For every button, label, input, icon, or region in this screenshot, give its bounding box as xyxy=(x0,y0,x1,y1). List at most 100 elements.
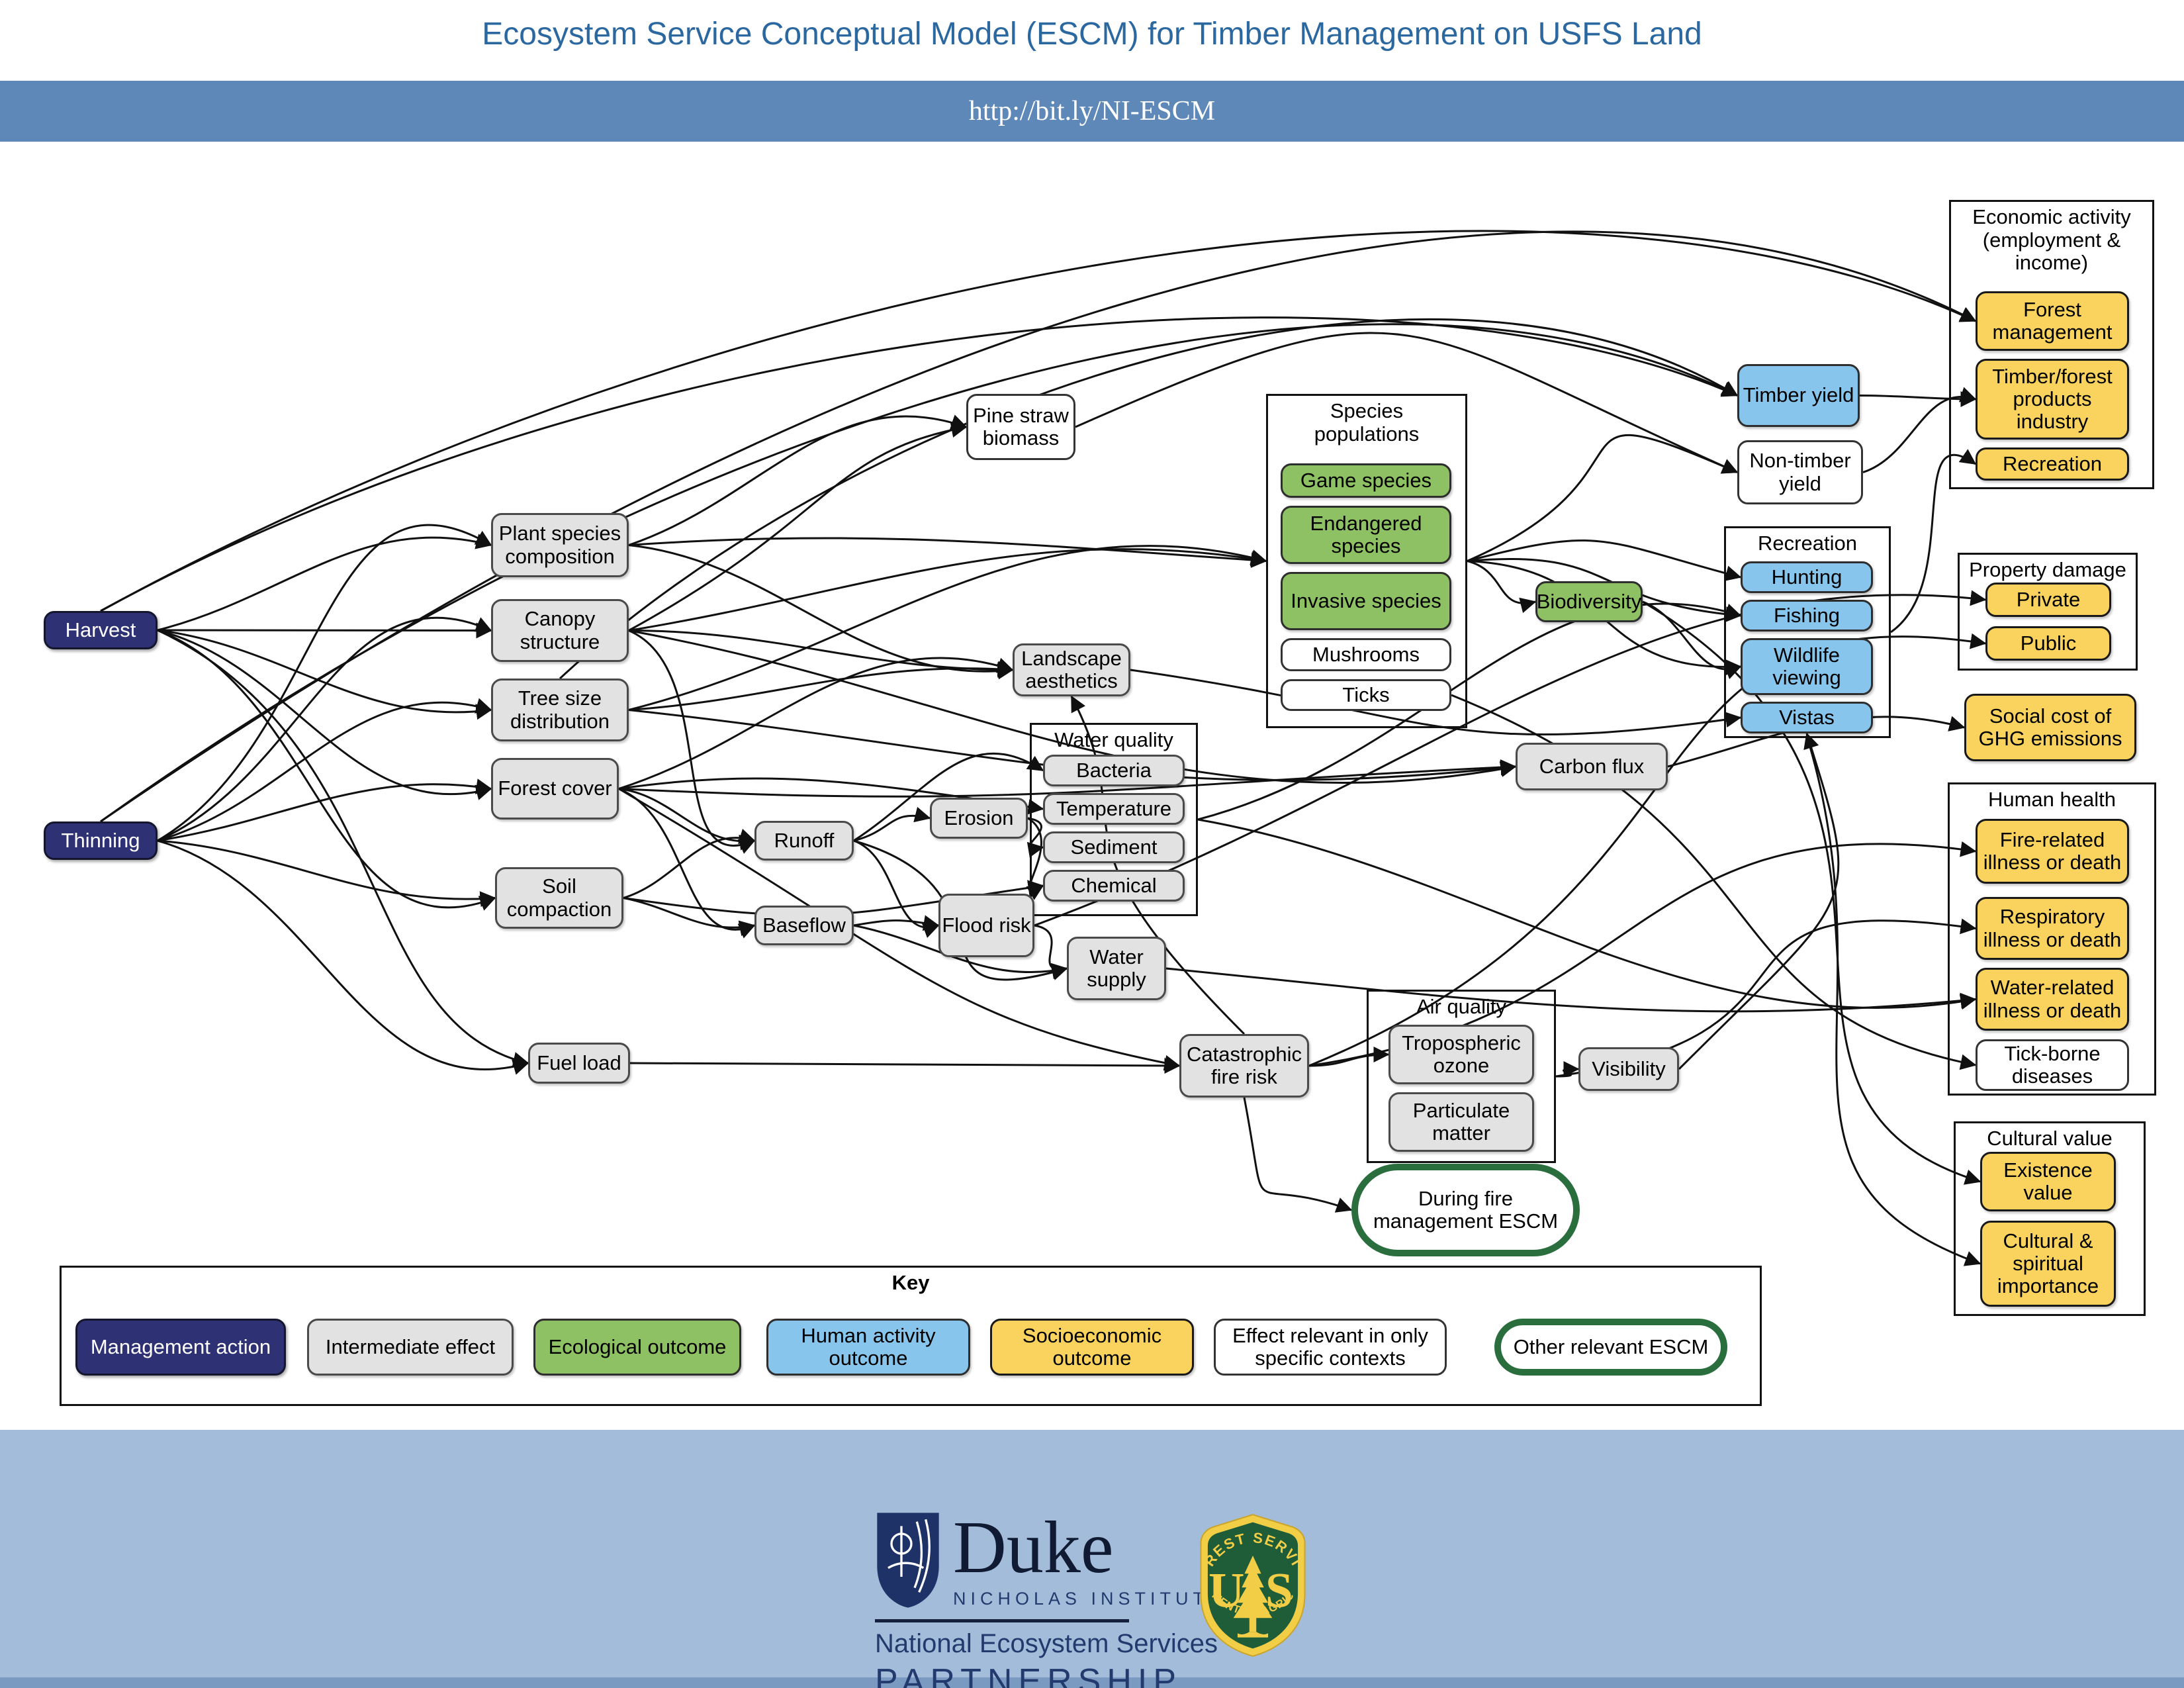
wildlife-label: Wildlife viewing xyxy=(1772,643,1841,689)
node-biodiversity: Biodiversity xyxy=(1535,581,1643,622)
bacteria-label: Bacteria xyxy=(1076,758,1152,782)
edge-harvest-to-soil xyxy=(157,629,496,911)
edge-harvest-to-forestcover xyxy=(157,629,492,800)
runoff-label: Runoff xyxy=(774,828,835,852)
node-timber_yield: Timber yield xyxy=(1737,364,1860,427)
node-social_cost: Social cost of GHG emissions xyxy=(1964,694,2136,761)
baseflow-label: Baseflow xyxy=(762,913,846,937)
edge-thinning-to-forestcover xyxy=(157,778,492,842)
existence-label: Existence value xyxy=(2003,1158,2093,1204)
edge-canopy-to-pinestraw xyxy=(628,422,968,632)
node-runoff: Runoff xyxy=(754,821,854,861)
k_human-label: Human activity outcome xyxy=(801,1323,936,1370)
node-existence: Existence value xyxy=(1980,1152,2116,1211)
tickborne-label: Tick-borne diseases xyxy=(2004,1041,2101,1088)
edge-biodiversity-to-existence xyxy=(1642,600,1981,1185)
usfs-logo: FOREST SERVICE U S DEPARTMENT OF AGRICUL… xyxy=(1177,1499,1322,1662)
node-non_timber: Non-timber yield xyxy=(1737,440,1863,504)
edge-runoff-to-erosion xyxy=(853,806,931,842)
edge-catastrophic-to-during_fire xyxy=(1243,1097,1353,1213)
duke-wordmark: Duke xyxy=(953,1507,1114,1589)
ozone-label: Tropospheric ozone xyxy=(1402,1031,1521,1077)
node-k_socio: Socioeconomic outcome xyxy=(990,1319,1194,1376)
page-title: Ecosystem Service Conceptual Model (ESCM… xyxy=(482,17,1702,52)
soil-label: Soil compaction xyxy=(506,874,612,921)
treesize-label: Tree size distribution xyxy=(510,686,610,733)
node-baseflow: Baseflow xyxy=(754,906,854,945)
node-treesize: Tree size distribution xyxy=(491,679,629,741)
duke-nicholas-institute-logo: Duke NICHOLAS INSTITUTE National Ecosyst… xyxy=(875,1511,1225,1688)
node-game: Game species xyxy=(1281,463,1451,498)
node-carbon: Carbon flux xyxy=(1516,743,1668,790)
timber_industry-label: Timber/forest products industry xyxy=(1992,364,2113,434)
sediment-label: Sediment xyxy=(1070,835,1158,859)
node-hunting: Hunting xyxy=(1741,561,1873,593)
node-ozone: Tropospheric ozone xyxy=(1388,1025,1534,1084)
social_cost-label: Social cost of GHG emissions xyxy=(1978,704,2122,750)
node-harvest: Harvest xyxy=(44,611,158,649)
edge-wq_group-to-water_related xyxy=(1197,818,1977,1010)
fire_related-label: Fire-related illness or death xyxy=(1983,827,2122,874)
node-bacteria: Bacteria xyxy=(1043,755,1185,786)
edge-floodrisk-to-private xyxy=(1034,590,1987,927)
edge-thinning-to-treesize xyxy=(157,698,492,842)
hunting-label: Hunting xyxy=(1771,565,1843,588)
edge-landscape-to-vistas xyxy=(1130,669,1742,736)
property_group-label: Property damage xyxy=(1969,558,2126,581)
node-vistas: Vistas xyxy=(1741,702,1873,733)
edge-forestcover-to-runoff xyxy=(618,788,756,851)
edge-species_group-to-biodiversity xyxy=(1467,560,1537,614)
edge-forestcover-to-landscape xyxy=(618,657,1014,790)
edge-baseflow-to-watersupply xyxy=(853,924,1068,980)
fuel-label: Fuel load xyxy=(537,1051,621,1074)
node-cultural_spiritual: Cultural & spiritual importance xyxy=(1980,1221,2116,1307)
edge-harvest-to-plant xyxy=(157,534,492,632)
erosion-label: Erosion xyxy=(944,806,1014,829)
edge-canopy-to-landscape xyxy=(628,630,1014,678)
ticks-label: Ticks xyxy=(1342,682,1390,706)
catastrophic-label: Catastrophic fire risk xyxy=(1186,1042,1302,1088)
visibility-label: Visibility xyxy=(1592,1056,1666,1080)
edge-pinestraw-to-non_timber xyxy=(1075,332,1739,474)
node-k_context: Effect relevant in only specific context… xyxy=(1214,1319,1447,1376)
edge-airquality_group-to-visibility xyxy=(1555,1061,1580,1078)
node-visibility: Visibility xyxy=(1578,1047,1679,1091)
edge-harvest-to-canopy xyxy=(157,622,492,639)
footer-band xyxy=(0,1430,2184,1688)
usfs-pine-tree-icon xyxy=(1233,1555,1273,1638)
node-during_fire: During fire management ESCM xyxy=(1351,1164,1580,1256)
health_group-label: Human health xyxy=(1987,788,2116,811)
edge-canopy-to-carbon xyxy=(628,630,1517,784)
node-mushrooms: Mushrooms xyxy=(1281,638,1451,671)
edge-erosion-to-sediment xyxy=(1026,817,1044,858)
edge-forestcover-to-baseflow xyxy=(618,788,756,939)
edge-recreation_group-to-cultural_spiritual xyxy=(1806,737,1981,1266)
edge-erosion-to-chemical xyxy=(1026,817,1044,900)
edge-harvest-to-fuel xyxy=(157,629,529,1068)
forest_management-label: Forest management xyxy=(1992,297,2113,344)
node-respiratory: Respiratory illness or death xyxy=(1976,897,2129,960)
particulate-label: Particulate matter xyxy=(1412,1098,1510,1145)
public-label: Public xyxy=(2020,631,2077,655)
biodiversity-label: Biodiversity xyxy=(1536,589,1642,613)
edge-species_group-to-hunting xyxy=(1467,539,1742,581)
k_other-label: Other relevant ESCM xyxy=(1513,1335,1709,1358)
node-public: Public xyxy=(1985,626,2111,661)
node-water_related: Water-related illness or death xyxy=(1976,968,2129,1031)
node-invasive: Invasive species xyxy=(1281,572,1451,630)
duke-divider xyxy=(875,1619,1129,1622)
invasive-label: Invasive species xyxy=(1291,588,1441,612)
url-link[interactable]: http://bit.ly/NI-ESCM xyxy=(968,96,1216,126)
node-plant: Plant species composition xyxy=(491,513,629,577)
node-ticks: Ticks xyxy=(1281,679,1451,711)
node-forestcover: Forest cover xyxy=(491,758,619,820)
watersupply-label: Water supply xyxy=(1087,945,1146,991)
edge-harvest-to-treesize xyxy=(157,629,492,720)
node-timber_industry: Timber/forest products industry xyxy=(1976,359,2129,440)
node-k_inter: Intermediate effect xyxy=(307,1319,514,1376)
node-soil: Soil compaction xyxy=(495,867,623,929)
node-thinning: Thinning xyxy=(44,821,158,860)
chemical-label: Chemical xyxy=(1071,873,1157,897)
vistas-label: Vistas xyxy=(1779,705,1835,729)
respiratory-label: Respiratory illness or death xyxy=(1983,905,2122,951)
